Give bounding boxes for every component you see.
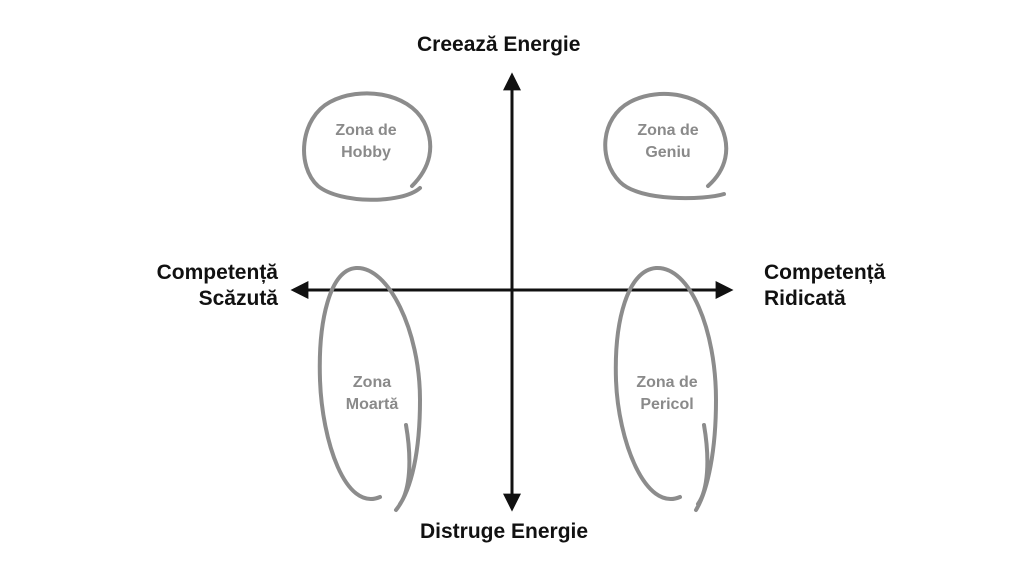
bottom-axis-label: Distruge Energie — [420, 520, 589, 543]
genius-zone-label-line1: Zona de — [637, 122, 699, 139]
dead-zone-label-line1: Zona — [352, 374, 392, 391]
hobby-zone-label-line2: Hobby — [341, 144, 391, 161]
dead-zone-outline — [317, 265, 423, 512]
hobby-zone-outline — [302, 91, 433, 202]
right-axis-label-line1: Competență — [764, 261, 886, 284]
left-axis-label: Competență Scăzută — [108, 260, 278, 312]
genius-zone-outline — [603, 91, 729, 201]
hobby-zone-label: Zona de Hobby — [316, 120, 416, 164]
genius-zone-label-line2: Geniu — [645, 144, 691, 161]
left-axis-label-line2: Scăzută — [198, 287, 278, 310]
danger-zone-label-line1: Zona de — [636, 374, 698, 391]
danger-zone-label: Zona de Pericol — [617, 372, 717, 416]
genius-zone-label: Zona de Geniu — [618, 120, 718, 164]
right-axis-label-line2: Ridicată — [764, 287, 846, 310]
right-axis-label: Competență Ridicată — [764, 260, 934, 312]
dead-zone-label: Zona Moartă — [322, 372, 422, 416]
hobby-zone-label-line1: Zona de — [335, 122, 397, 139]
danger-zone-label-line2: Pericol — [640, 396, 694, 413]
danger-zone-outline — [613, 265, 719, 512]
top-axis-label: Creează Energie — [417, 33, 581, 56]
left-axis-label-line1: Competență — [156, 261, 278, 284]
dead-zone-label-line2: Moartă — [345, 396, 399, 413]
